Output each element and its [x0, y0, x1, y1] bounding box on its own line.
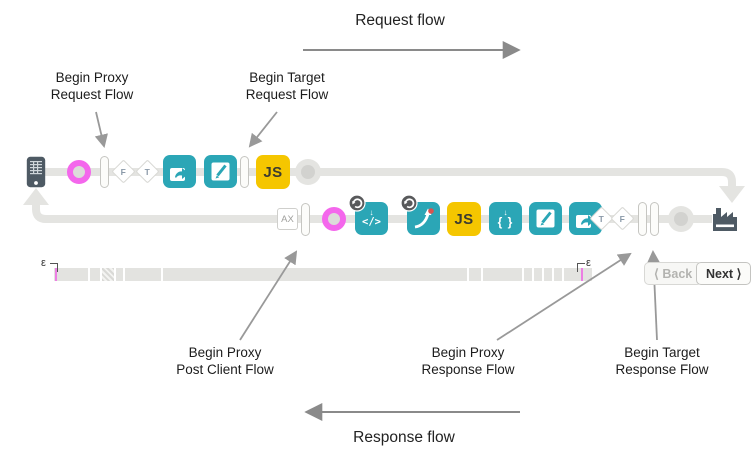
javascript-policy-icon: JS: [447, 202, 481, 236]
timeline-segment: [116, 268, 123, 281]
begin-proxy-response-marker: [638, 202, 647, 236]
target-response-node: [668, 206, 694, 232]
refresh-loop-badge: [348, 194, 366, 212]
proxy-response-node: [322, 207, 346, 231]
response-flow-title: Response flow: [353, 429, 455, 446]
label-begin-proxy-request-flow: Begin Proxy Request Flow: [50, 70, 134, 102]
proxy-endpoint-node: [67, 160, 91, 184]
pencil-edit-icon: [529, 202, 562, 235]
analytics-ax-badge: AX: [277, 208, 298, 230]
request-flow-title: Request flow: [355, 12, 445, 29]
label-begin-target-request-flow: Begin Target Request Flow: [245, 70, 329, 102]
javascript-policy-icon: JS: [256, 155, 290, 189]
epsilon-left-label: ε: [41, 257, 46, 269]
back-button[interactable]: ⟨ Back: [644, 262, 703, 285]
response-flow-arrowhead: [23, 188, 49, 205]
target-endpoint-node: [295, 159, 321, 185]
timeline-start-tick: [55, 268, 57, 281]
timeline-segment: [90, 268, 100, 281]
epsilon-right-bracket: [577, 263, 585, 272]
callout-arrow-icon: [569, 202, 602, 235]
epsilon-left-bracket: [50, 263, 58, 272]
callout-arrow-icon: [163, 155, 196, 188]
begin-proxy-request-marker: [100, 156, 109, 188]
timeline-segment: [54, 268, 88, 281]
route-arrow-icon: [407, 202, 440, 235]
epsilon-right-label: ε: [586, 257, 591, 269]
label-begin-proxy-response-flow: Begin Proxy Response Flow: [421, 345, 515, 377]
label-begin-target-response-flow: Begin Target Response Flow: [615, 345, 709, 377]
request-flow-arrowhead: [719, 186, 745, 203]
timeline-segment-hatched: [102, 268, 114, 281]
next-button[interactable]: Next ⟩: [696, 262, 752, 285]
begin-target-response-marker: [650, 202, 659, 236]
timeline-segment: [163, 268, 467, 281]
mobile-phone-icon: [26, 156, 46, 188]
begin-proxy-post-client-marker: [301, 203, 310, 236]
timeline-segment: [469, 268, 481, 281]
timeline-segment: [125, 268, 161, 281]
pencil-edit-icon: [204, 155, 237, 188]
label-begin-proxy-post-client-flow: Begin Proxy Post Client Flow: [176, 345, 274, 377]
factory-icon: [713, 208, 737, 231]
refresh-loop-badge: [400, 194, 418, 212]
begin-target-request-marker: [240, 156, 249, 188]
braces-icon: ↓ { }: [489, 202, 522, 235]
